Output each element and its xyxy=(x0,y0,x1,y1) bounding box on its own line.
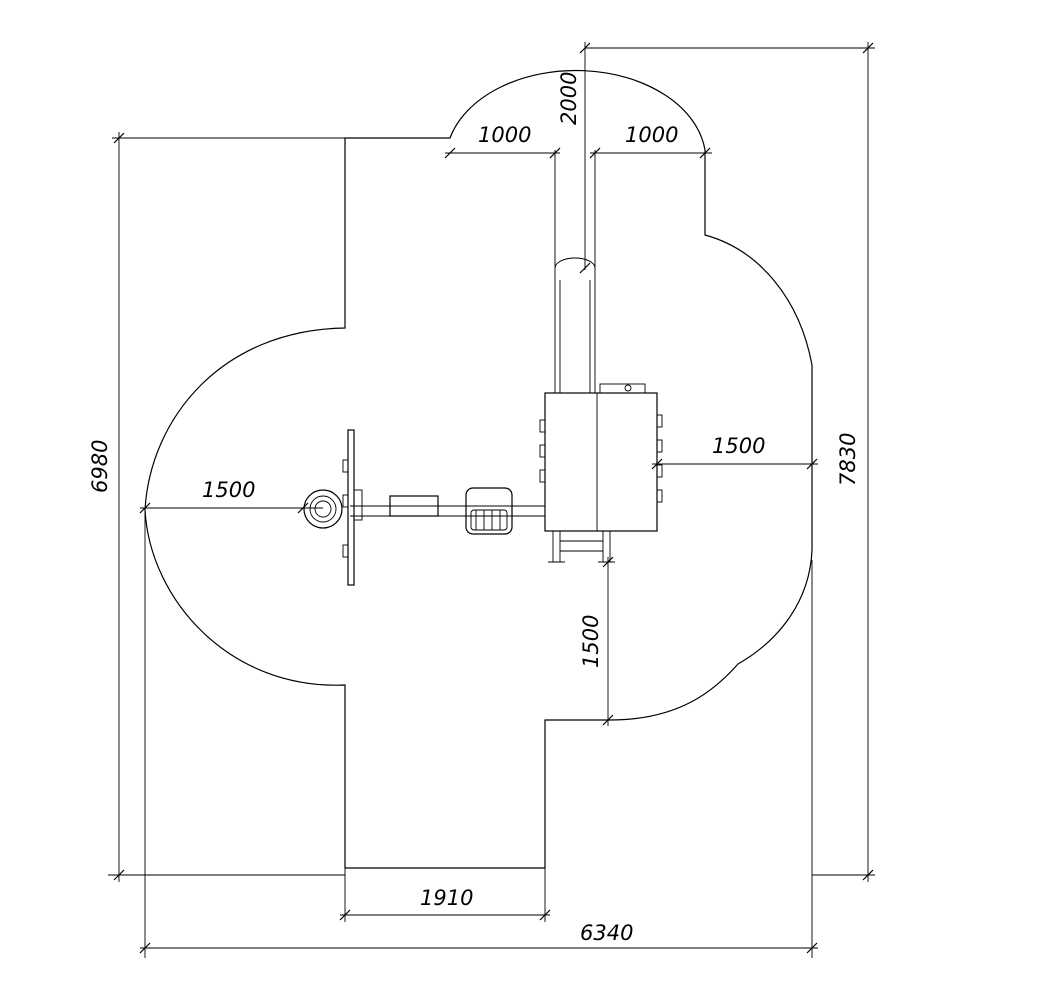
seat-element xyxy=(465,487,513,535)
dim-cutout-width-label: 1910 xyxy=(420,886,473,910)
tower-deck xyxy=(539,383,663,532)
dim-left-radius-label: 1500 xyxy=(202,478,255,502)
slide xyxy=(554,257,596,393)
dim-overall-height-label: 7830 xyxy=(836,433,860,486)
dim-base-height: 6980 xyxy=(88,132,345,882)
dim-top-right-radius: 1000 xyxy=(589,123,712,268)
dim-top-height-label: 2000 xyxy=(557,72,581,125)
dim-right-offset-label: 1500 xyxy=(712,434,765,458)
equipment xyxy=(303,257,663,586)
dim-bottom-offset-label: 1500 xyxy=(579,615,603,668)
safety-zone-outline xyxy=(144,69,813,869)
bridge-element xyxy=(389,495,439,517)
dim-top-left-radius: 1000 xyxy=(444,123,561,268)
dim-overall-width: 6340 xyxy=(139,510,818,958)
dim-overall-width-label: 6340 xyxy=(580,921,633,945)
dim-bottom-offset: 1500 xyxy=(579,556,614,726)
dim-overall-height: 7830 xyxy=(585,42,875,882)
dim-right-offset: 1500 xyxy=(651,434,818,470)
steering-panel xyxy=(342,429,363,586)
dimensions: 6340 7830 6980 1910 xyxy=(88,42,875,958)
dim-top-height: 2000 xyxy=(557,42,591,274)
dim-top-right-radius-label: 1000 xyxy=(625,123,678,147)
dim-base-height-label: 6980 xyxy=(88,440,112,493)
dim-cutout-width: 1910 xyxy=(339,868,551,922)
ladder xyxy=(548,531,615,563)
dim-top-left-radius-label: 1000 xyxy=(478,123,531,147)
dim-left-radius: 1500 xyxy=(139,478,323,514)
connecting-rail xyxy=(350,505,545,517)
ring-element xyxy=(303,489,343,529)
